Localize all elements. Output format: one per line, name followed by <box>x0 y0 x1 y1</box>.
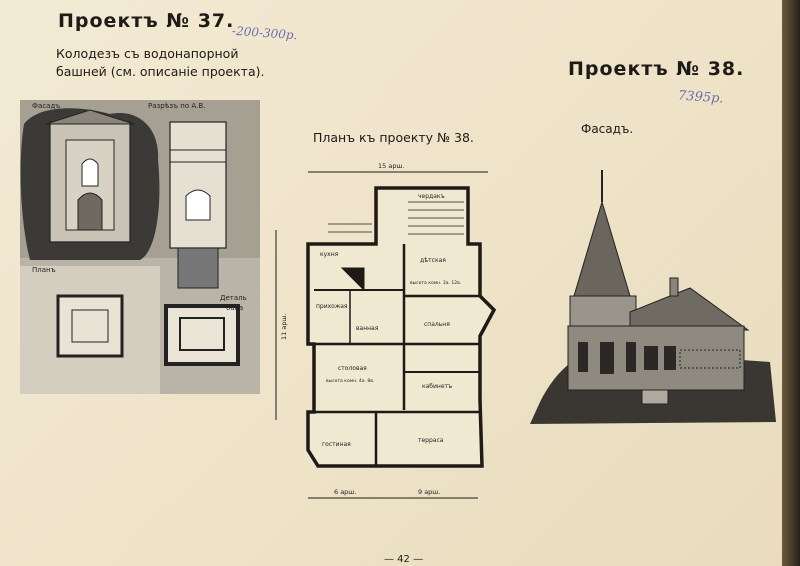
project-37-title: Проектъ № 37. <box>58 10 235 32</box>
project-37-label-tank-1: Деталь <box>220 294 247 302</box>
project-37-label-tank-2: бака <box>226 304 243 312</box>
project-37-subtitle-line-2: башней (см. описаніе проекта). <box>56 64 265 79</box>
project-37-drawing: Фасадъ Разрѣзъ по А.В. Планъ Деталь бака <box>20 100 260 394</box>
plan-38-title: Планъ къ проекту № 38. <box>313 130 474 145</box>
page-number: — 42 — <box>384 554 424 565</box>
room-nursery: дѣтская <box>420 257 446 264</box>
project-38-pencil-note: 7395р. <box>677 88 725 107</box>
project-37-label-plan: Планъ <box>32 266 56 274</box>
room-bedroom: спальня <box>424 321 450 328</box>
room-dining-note: высота комн. 4а. 8в. <box>326 378 374 384</box>
room-stairs: чердакъ <box>418 193 445 200</box>
room-bath: ванная <box>356 325 379 332</box>
page-edge-shadow <box>782 0 800 566</box>
room-living: гостиная <box>322 441 351 448</box>
project-38-facade-label: Фасадъ. <box>581 122 634 136</box>
project-38-title: Проектъ № 38. <box>568 58 745 80</box>
tower-section <box>169 121 227 249</box>
tower-spire <box>573 200 631 297</box>
project-37-pencil-note: -200-300р. <box>231 23 298 43</box>
project-37-label-facade: Фасадъ <box>32 102 60 110</box>
plan-38-dim-bottom-small: 6 арш. <box>334 488 356 496</box>
plan-38-floorplan: 15 арш. 6 арш. 9 арш. 11 арш. чердакъ ку… <box>275 162 497 499</box>
room-kitchen: кухня <box>320 251 339 258</box>
room-nursery-note: высота комн. 3а. 12в. <box>410 280 461 286</box>
room-study: кабинетъ <box>422 383 452 390</box>
room-hall: прихожая <box>316 303 348 310</box>
plan-38-dim-bottom: 9 арш. <box>418 488 440 496</box>
project-38-facade <box>530 170 776 424</box>
project-37-label-section: Разрѣзъ по А.В. <box>148 102 205 110</box>
plan-38-dim-top: 15 арш. <box>378 162 404 170</box>
plan-38-dim-left: 11 арш. <box>280 314 288 340</box>
tower-plan <box>56 294 124 358</box>
tank-detail <box>164 304 240 366</box>
project-37-subtitle-line-1: Колодезъ съ водонапорной <box>56 46 239 61</box>
room-dining: столовая <box>338 365 367 372</box>
room-terrace: терраса <box>418 437 444 444</box>
